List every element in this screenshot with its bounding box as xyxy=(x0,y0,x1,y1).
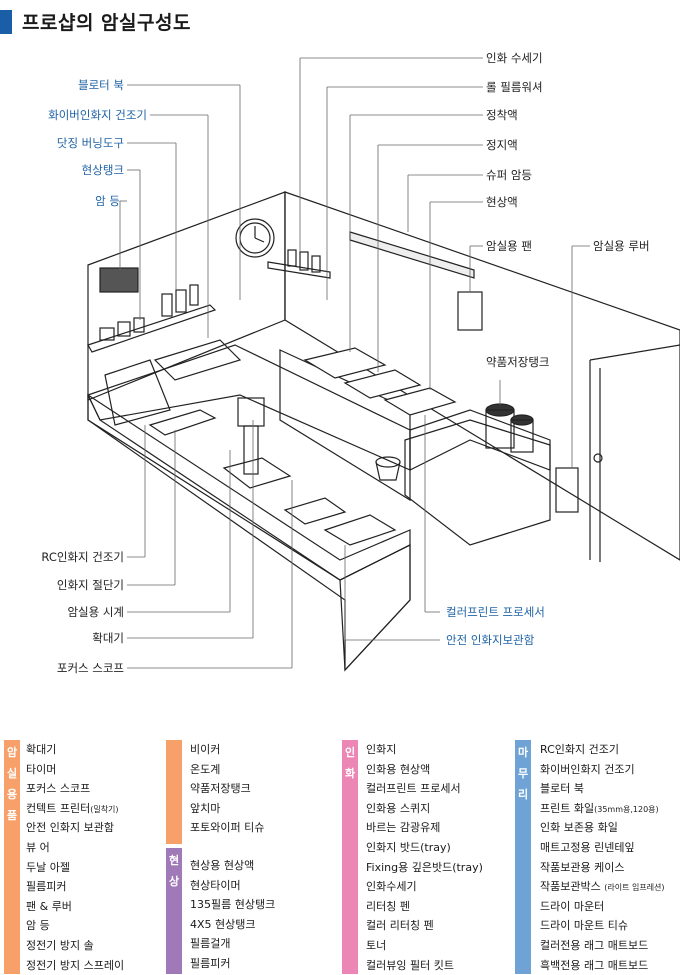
list-item: 인화지 밧드(tray) xyxy=(366,840,451,854)
list-item: RC인화지 건조기 xyxy=(540,743,619,756)
legend-col-darkroom: 확대기 타이머 포커스 스코프 컨텍트 프린터(밀착기) 안전 인화지 보관함 … xyxy=(26,740,124,975)
label-super-dark: 슈퍼 암등 xyxy=(486,168,532,182)
list-item: 현상타이머 xyxy=(190,878,241,892)
label-stop-bath: 정지액 xyxy=(486,138,518,152)
label-bloater-book: 블로터 북 xyxy=(78,78,124,92)
label-rc-dryer: RC인화지 건조기 xyxy=(41,550,124,564)
list-item: 인화수세기 xyxy=(366,880,417,894)
list-item: 인화용 스퀴지 xyxy=(366,801,431,815)
title-accent-bar xyxy=(0,10,12,34)
label-safe-box: 안전 인화지보관함 xyxy=(446,633,535,647)
label-dark-louver: 암실용 루버 xyxy=(593,239,650,253)
label-fiber-dryer: 화이버인화지 건조기 xyxy=(48,108,147,122)
list-item: 컨텍트 프린터(밀착기) xyxy=(26,801,119,815)
list-item: 확대기 xyxy=(26,743,57,756)
label-enlarger: 확대기 xyxy=(92,631,124,645)
list-item: 135필름 현상탱크 xyxy=(190,898,276,912)
list-item: 타이머 xyxy=(26,762,57,776)
list-item: 포커스 스코프 xyxy=(26,782,91,796)
list-item: 약품저장탱크 xyxy=(190,782,251,796)
list-item: 온도계 xyxy=(190,762,221,776)
list-item: Fixing용 깊은밧드(tray) xyxy=(366,860,483,874)
list-item: 인화지 xyxy=(366,743,397,756)
label-roll-film-washer: 롤 필름워셔 xyxy=(486,80,543,94)
label-paper-cutter: 인화지 절단기 xyxy=(56,578,124,592)
list-item: 필름피커 xyxy=(26,880,67,894)
list-item: 토너 xyxy=(366,938,387,952)
list-item: 안전 인화지 보관함 xyxy=(26,821,114,835)
list-item: 드라이 마운트 티슈 xyxy=(540,919,628,933)
label-fixer: 정착액 xyxy=(486,108,518,122)
list-item: 드라이 마운터 xyxy=(540,899,605,913)
list-item: 컬러프린트 프로세서 xyxy=(366,782,461,796)
list-item: 필름피커 xyxy=(190,956,231,970)
list-item: 팬 & 루버 xyxy=(26,899,72,913)
label-developer: 현상액 xyxy=(486,195,518,209)
list-item: 작품보관박스 (라이트 임프레션) xyxy=(540,880,665,894)
label-chem-tank: 약품저장탱크 xyxy=(486,355,550,369)
list-item: 바르는 감광유제 xyxy=(366,821,441,835)
list-item: 비이커 xyxy=(190,743,221,756)
list-item: 앞치마 xyxy=(190,801,221,815)
list-item: 암 등 xyxy=(26,919,50,933)
list-item: 필름걸개 xyxy=(190,937,231,951)
list-item: 매트고정용 린넨테잎 xyxy=(540,840,635,854)
legend-col-finish: RC인화지 건조기 화이버인화지 건조기 블로터 북 프린트 화일(35mm용,… xyxy=(540,740,665,975)
label-dark-clock: 암실용 시계 xyxy=(67,605,124,619)
list-item: 정전기 방지 솔 xyxy=(26,938,94,952)
list-item: 컬러 리터칭 펜 xyxy=(366,919,434,933)
list-item: 정전기 방지 스프레이 xyxy=(26,958,125,972)
list-item: 화이버인화지 건조기 xyxy=(540,762,635,776)
list-item: 뷰 어 xyxy=(26,840,50,854)
list-item: 인화 보존용 화일 xyxy=(540,821,618,835)
list-item: 두날 아젤 xyxy=(26,860,70,874)
legend-col-print: 인화지 인화용 현상액 컬러프린트 프로세서 인화용 스퀴지 바르는 감광유제 … xyxy=(366,740,483,975)
label-dark-fan: 암실용 팬 xyxy=(486,239,532,253)
list-item: 프린트 화일(35mm용,120용) xyxy=(540,801,659,815)
list-item: 포토와이퍼 티슈 xyxy=(190,821,265,835)
list-item: 리터칭 펜 xyxy=(366,899,410,913)
label-color-processor: 컬러프린트 프로세서 xyxy=(446,605,545,619)
category-darkroom-continued xyxy=(166,740,182,844)
list-item: 블로터 북 xyxy=(540,782,584,796)
label-dodging-tools: 닷징 버닝도구 xyxy=(56,136,124,150)
darkroom-illustration xyxy=(87,57,680,672)
list-item: 인화용 현상액 xyxy=(366,762,431,776)
legend-col-misc: 비이커 온도계 약품저장탱크 앞치마 포토와이퍼 티슈 현상용 현상액 현상타이… xyxy=(190,740,275,974)
label-print-washer: 인화 수세기 xyxy=(486,51,543,65)
list-item: 현상용 현상액 xyxy=(190,858,255,872)
label-focus-scope: 포커스 스코프 xyxy=(56,661,124,675)
label-dark-light: 암 등 xyxy=(95,194,120,208)
label-dev-tank: 현상탱크 xyxy=(81,163,124,177)
list-item: 컬러전용 래그 매트보드 xyxy=(540,938,649,952)
page-title: 프로샵의 암실구성도 xyxy=(22,12,191,34)
list-item: 컬러뷰잉 필터 킷트 xyxy=(366,958,454,972)
list-item: 작품보관용 케이스 xyxy=(540,860,625,874)
list-item: 흑백전용 래그 매트보드 xyxy=(540,958,649,972)
list-item: 4X5 현상탱크 xyxy=(190,917,256,931)
